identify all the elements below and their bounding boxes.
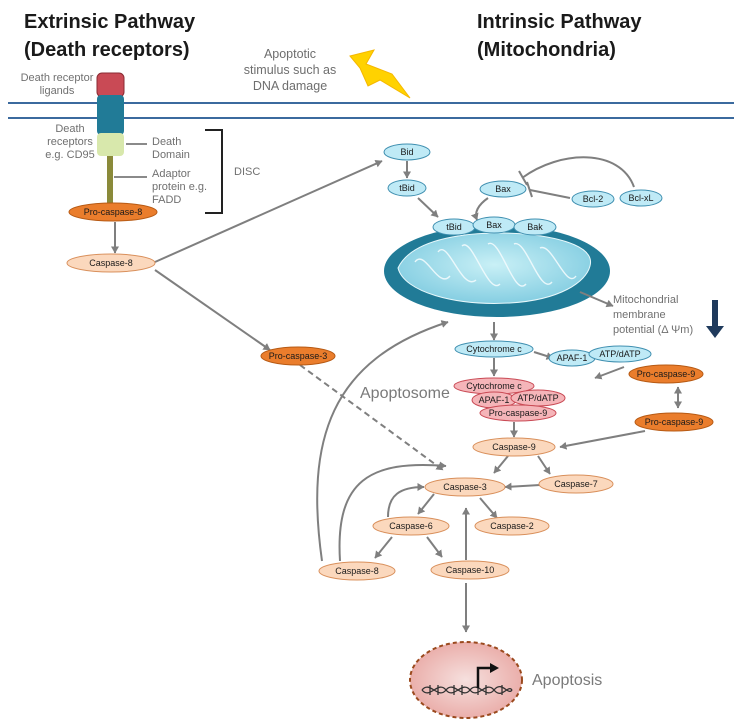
svg-text:Bcl-2: Bcl-2 — [583, 194, 604, 204]
disc-label: DISC — [234, 166, 260, 178]
adaptor-stalk — [107, 156, 113, 204]
svg-text:Pro-caspase-3: Pro-caspase-3 — [269, 351, 328, 361]
stimulus-line3: DNA damage — [253, 79, 327, 93]
node-bcl2: Bcl-2 — [571, 190, 615, 208]
node-caspase-9: Caspase-9 — [472, 437, 556, 457]
svg-text:Pro-caspase-9: Pro-caspase-9 — [637, 369, 696, 379]
mmp-line1: Mitochondrial — [613, 294, 678, 306]
svg-text:APAF-1: APAF-1 — [557, 353, 588, 363]
adaptor-line1: Adaptor — [152, 168, 191, 180]
svg-text:Bid: Bid — [400, 147, 413, 157]
svg-text:Caspase-8: Caspase-8 — [89, 258, 133, 268]
svg-text:APAF-1: APAF-1 — [479, 395, 510, 405]
node-tbid-membrane: tBid — [432, 218, 476, 236]
node-caspase-3: Caspase-3 — [424, 477, 506, 497]
node-bid: Bid — [383, 143, 431, 161]
node-bclxl: Bcl-xL — [619, 189, 663, 207]
node-pro-caspase-3: Pro-caspase-3 — [260, 346, 336, 366]
node-caspase-10: Caspase-10 — [430, 560, 510, 580]
apoptosis-cell — [409, 641, 523, 719]
node-pro-caspase-9-b: Pro-caspase-9 — [634, 412, 714, 432]
transcription-start-arrow-icon — [476, 666, 492, 688]
death-domain-line2: Domain — [152, 149, 190, 161]
svg-text:Bak: Bak — [527, 222, 543, 232]
node-apaf1: APAF-1 — [548, 349, 596, 367]
node-bax: Bax — [479, 180, 527, 198]
intrinsic-title-line1: Intrinsic Pathway — [477, 11, 642, 33]
mmp-line2: membrane — [613, 309, 666, 321]
svg-text:tBid: tBid — [446, 222, 462, 232]
dna-helix-icon — [421, 685, 513, 695]
extrinsic-title-line2: (Death receptors) — [24, 39, 190, 61]
node-apo-procaspase9: Pro-caspase-9 — [479, 404, 557, 422]
mmp-line3: potential (Δ Ψm) — [613, 324, 693, 336]
lightning-bolt-icon — [349, 49, 411, 99]
node-caspase-8-top: Caspase-8 — [66, 253, 156, 273]
svg-text:Pro-caspase-9: Pro-caspase-9 — [489, 408, 548, 418]
node-bax-membrane: Bax — [472, 216, 516, 234]
svg-text:Caspase-7: Caspase-7 — [554, 479, 598, 489]
svg-text:Caspase-8: Caspase-8 — [335, 566, 379, 576]
adaptor-line3: FADD — [152, 194, 181, 206]
node-tbid: tBid — [387, 179, 427, 197]
node-caspase-8-bottom: Caspase-8 — [318, 561, 396, 581]
node-atp-datp: ATP/dATP — [588, 345, 652, 363]
svg-text:Pro-caspase-8: Pro-caspase-8 — [84, 207, 143, 217]
death-receptor-transmembrane — [97, 95, 124, 135]
ligands-line2: ligands — [40, 85, 75, 97]
svg-text:Caspase-10: Caspase-10 — [446, 565, 495, 575]
svg-text:Cytochrome c: Cytochrome c — [466, 381, 522, 391]
adaptor-line2: protein e.g. — [152, 181, 207, 193]
stimulus-line2: stimulus such as — [244, 63, 336, 77]
node-apo-atp: ATP/dATP — [510, 389, 566, 407]
extrinsic-title-line1: Extrinsic Pathway — [24, 11, 196, 33]
svg-text:Caspase-9: Caspase-9 — [492, 442, 536, 452]
node-caspase-2: Caspase-2 — [474, 516, 550, 536]
svg-text:Bax: Bax — [486, 220, 502, 230]
node-pro-caspase-9-a: Pro-caspase-9 — [628, 364, 704, 384]
node-caspase-7: Caspase-7 — [538, 474, 614, 494]
membrane-potential-down-arrow — [706, 300, 724, 338]
stimulus-line1: Apoptotic — [264, 47, 316, 61]
receptors-line1: Death — [55, 123, 84, 135]
node-caspase-6: Caspase-6 — [372, 516, 450, 536]
apoptosis-label: Apoptosis — [532, 672, 602, 689]
connectors — [111, 156, 682, 633]
svg-text:ATP/dATP: ATP/dATP — [517, 393, 558, 403]
death-domain-line1: Death — [152, 136, 181, 148]
svg-text:Caspase-3: Caspase-3 — [443, 482, 487, 492]
disc-bracket — [205, 129, 223, 214]
node-cytochrome-c: Cytochrome c — [454, 340, 534, 358]
svg-text:ATP/dATP: ATP/dATP — [599, 349, 640, 359]
node-bak: Bak — [513, 218, 557, 236]
death-receptor-ligand — [96, 72, 125, 98]
svg-text:Bax: Bax — [495, 184, 511, 194]
svg-text:Cytochrome c: Cytochrome c — [466, 344, 522, 354]
receptors-line2: receptors — [47, 136, 93, 148]
intrinsic-title-line2: (Mitochondria) — [477, 39, 616, 61]
svg-text:Caspase-2: Caspase-2 — [490, 521, 534, 531]
svg-text:Caspase-6: Caspase-6 — [389, 521, 433, 531]
svg-text:Pro-caspase-9: Pro-caspase-9 — [645, 417, 704, 427]
ligands-line1: Death receptor — [21, 72, 94, 84]
svg-text:tBid: tBid — [399, 183, 415, 193]
death-domain — [97, 133, 124, 156]
receptors-line3: e.g. CD95 — [45, 149, 95, 161]
mitochondrion-inner — [397, 232, 591, 304]
node-pro-caspase-8: Pro-caspase-8 — [68, 202, 158, 222]
apoptosome-label: Apoptosome — [360, 385, 450, 402]
svg-text:Bcl-xL: Bcl-xL — [628, 193, 653, 203]
